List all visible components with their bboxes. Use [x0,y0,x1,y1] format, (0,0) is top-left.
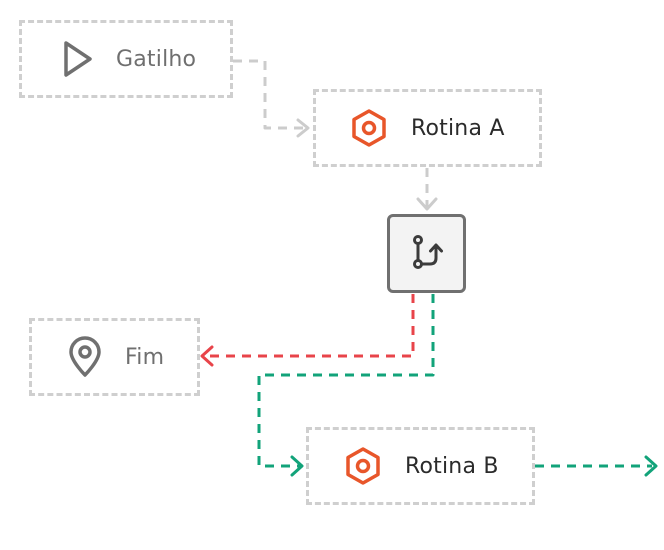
end-label: Fim [125,344,165,370]
end-node[interactable]: Fim [29,318,200,396]
hexagon-nut-icon [349,108,389,148]
map-pin-icon [67,336,103,378]
branch-node[interactable] [387,214,466,293]
git-branch-icon [410,232,444,276]
trigger-label: Gatilho [116,46,197,72]
connector-branch-to-end [204,294,415,358]
arrowhead-routine-b [290,455,304,477]
routine-b-node[interactable]: Rotina B [306,427,535,505]
routine-a-node[interactable]: Rotina A [313,89,542,167]
arrowhead-branch [416,197,438,211]
arrowhead-out [644,455,658,477]
routine-b-label: Rotina B [405,453,499,479]
connector-branch-to-routine-b [257,294,435,468]
hexagon-nut-icon [343,446,383,486]
arrowhead-routine-a [296,118,310,138]
routine-a-label: Rotina A [411,115,505,141]
arrowhead-end [200,345,214,367]
trigger-node[interactable]: Gatilho [19,20,233,98]
connector-trigger-to-routine-a [233,59,306,130]
play-icon [60,39,94,79]
